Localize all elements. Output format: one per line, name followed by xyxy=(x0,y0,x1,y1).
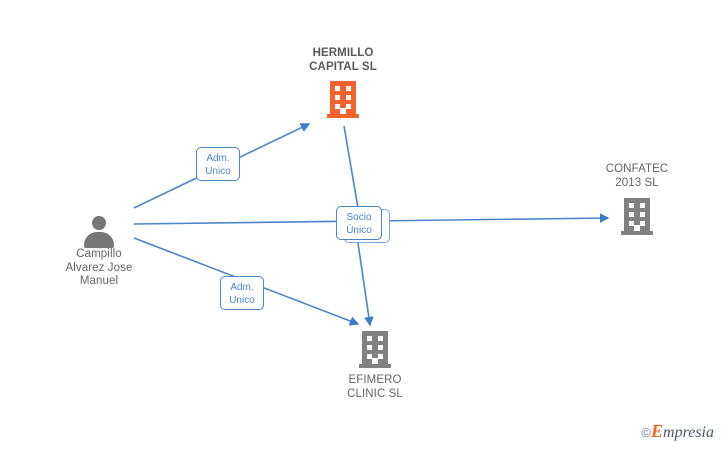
node-label-line1: HERMILLO xyxy=(312,47,374,59)
edge-label-socio-unico[interactable]: Socio Único xyxy=(336,206,382,240)
node-label-line2: 2013 SL xyxy=(615,176,659,189)
node-company-confatec[interactable]: CONFATEC 2013 SL xyxy=(577,163,697,235)
empresia-watermark: ©Empresia xyxy=(641,421,714,442)
edge-line-socio-efimero xyxy=(357,242,374,327)
node-label-line1: Campillo xyxy=(76,248,122,260)
brand-initial: E xyxy=(651,421,664,441)
edge-label-line1: Adm. xyxy=(206,153,230,164)
edge-label-adm-unico-hermillo[interactable]: Adm. Unico xyxy=(196,147,240,181)
building-icon xyxy=(359,331,391,368)
node-company-efimero[interactable]: EFIMERO CLINIC SL xyxy=(315,331,435,401)
edge-label-line2: Único xyxy=(346,225,372,236)
edge-label-line1: Socio xyxy=(346,212,372,223)
node-label-line1: EFIMERO xyxy=(348,374,402,386)
node-company-hermillo[interactable]: HERMILLO CAPITAL SL xyxy=(283,47,403,118)
building-icon xyxy=(327,81,359,118)
brand-name: mpresia xyxy=(663,424,714,441)
node-label-line1: CONFATEC xyxy=(605,163,669,175)
edge-line-hermillo-socio xyxy=(343,125,359,209)
building-icon xyxy=(621,198,653,235)
node-label-line2: CAPITAL SL xyxy=(309,60,377,73)
node-label-line2: CLINIC SL xyxy=(347,387,403,400)
edge-label-line1: Adm. xyxy=(230,282,254,293)
edge-label-line2: Unico xyxy=(205,166,231,177)
edge-label-adm-unico-efimero[interactable]: Adm. Unico xyxy=(220,276,264,310)
edge-label-line2: Unico xyxy=(229,295,255,306)
copyright-icon: © xyxy=(641,425,652,440)
person-icon xyxy=(82,216,116,248)
node-person-campillo[interactable]: Campillo Alvarez Jose Manuel xyxy=(39,216,159,289)
node-label-line2: Alvarez Jose xyxy=(65,261,133,274)
node-label-line3: Manuel xyxy=(79,275,119,287)
